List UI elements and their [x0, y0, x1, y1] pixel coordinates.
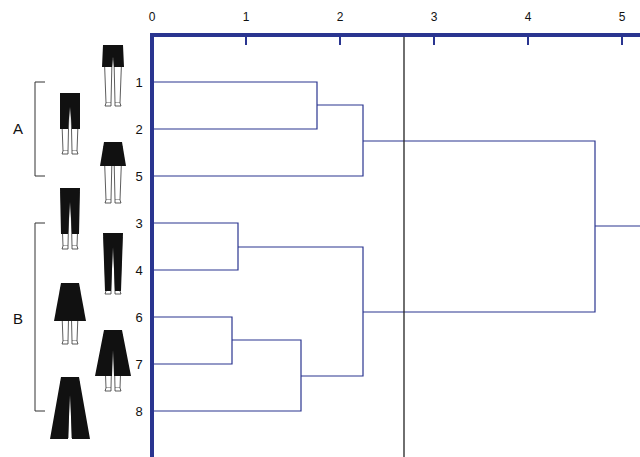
garment-icon [100, 142, 126, 203]
garment-icon [60, 188, 80, 249]
group-label: B [13, 311, 23, 326]
y-axis [150, 33, 154, 457]
leaf-number: 7 [135, 358, 142, 371]
dendrogram-links [152, 82, 640, 411]
leaf-number: 5 [135, 170, 142, 183]
group-bracket [35, 82, 45, 176]
leaf-number: 4 [135, 264, 142, 277]
axis-tick-label: 1 [243, 11, 250, 23]
leaf-number: 6 [135, 311, 142, 324]
leaf-number: 1 [135, 76, 142, 89]
x-axis [152, 33, 640, 37]
group-bracket [35, 223, 45, 411]
axis-tick-label: 3 [431, 11, 438, 23]
group-label: A [13, 121, 23, 136]
axis-ticks [246, 35, 622, 45]
garment-icon [95, 330, 131, 391]
axis-tick-label: 5 [619, 11, 626, 23]
axis-tick-label: 4 [525, 11, 532, 23]
leaf-number: 8 [135, 405, 142, 418]
leaf-number: 3 [135, 217, 142, 230]
cut-line [403, 35, 404, 457]
garment-icon [102, 45, 124, 106]
garment-icon [50, 377, 90, 439]
garment-icon [60, 93, 80, 154]
leaf-number: 2 [135, 123, 142, 136]
axis-tick-label: 0 [149, 11, 156, 23]
axis-tick-label: 2 [337, 11, 344, 23]
garment-icon [103, 233, 123, 294]
garment-icon [54, 283, 86, 344]
